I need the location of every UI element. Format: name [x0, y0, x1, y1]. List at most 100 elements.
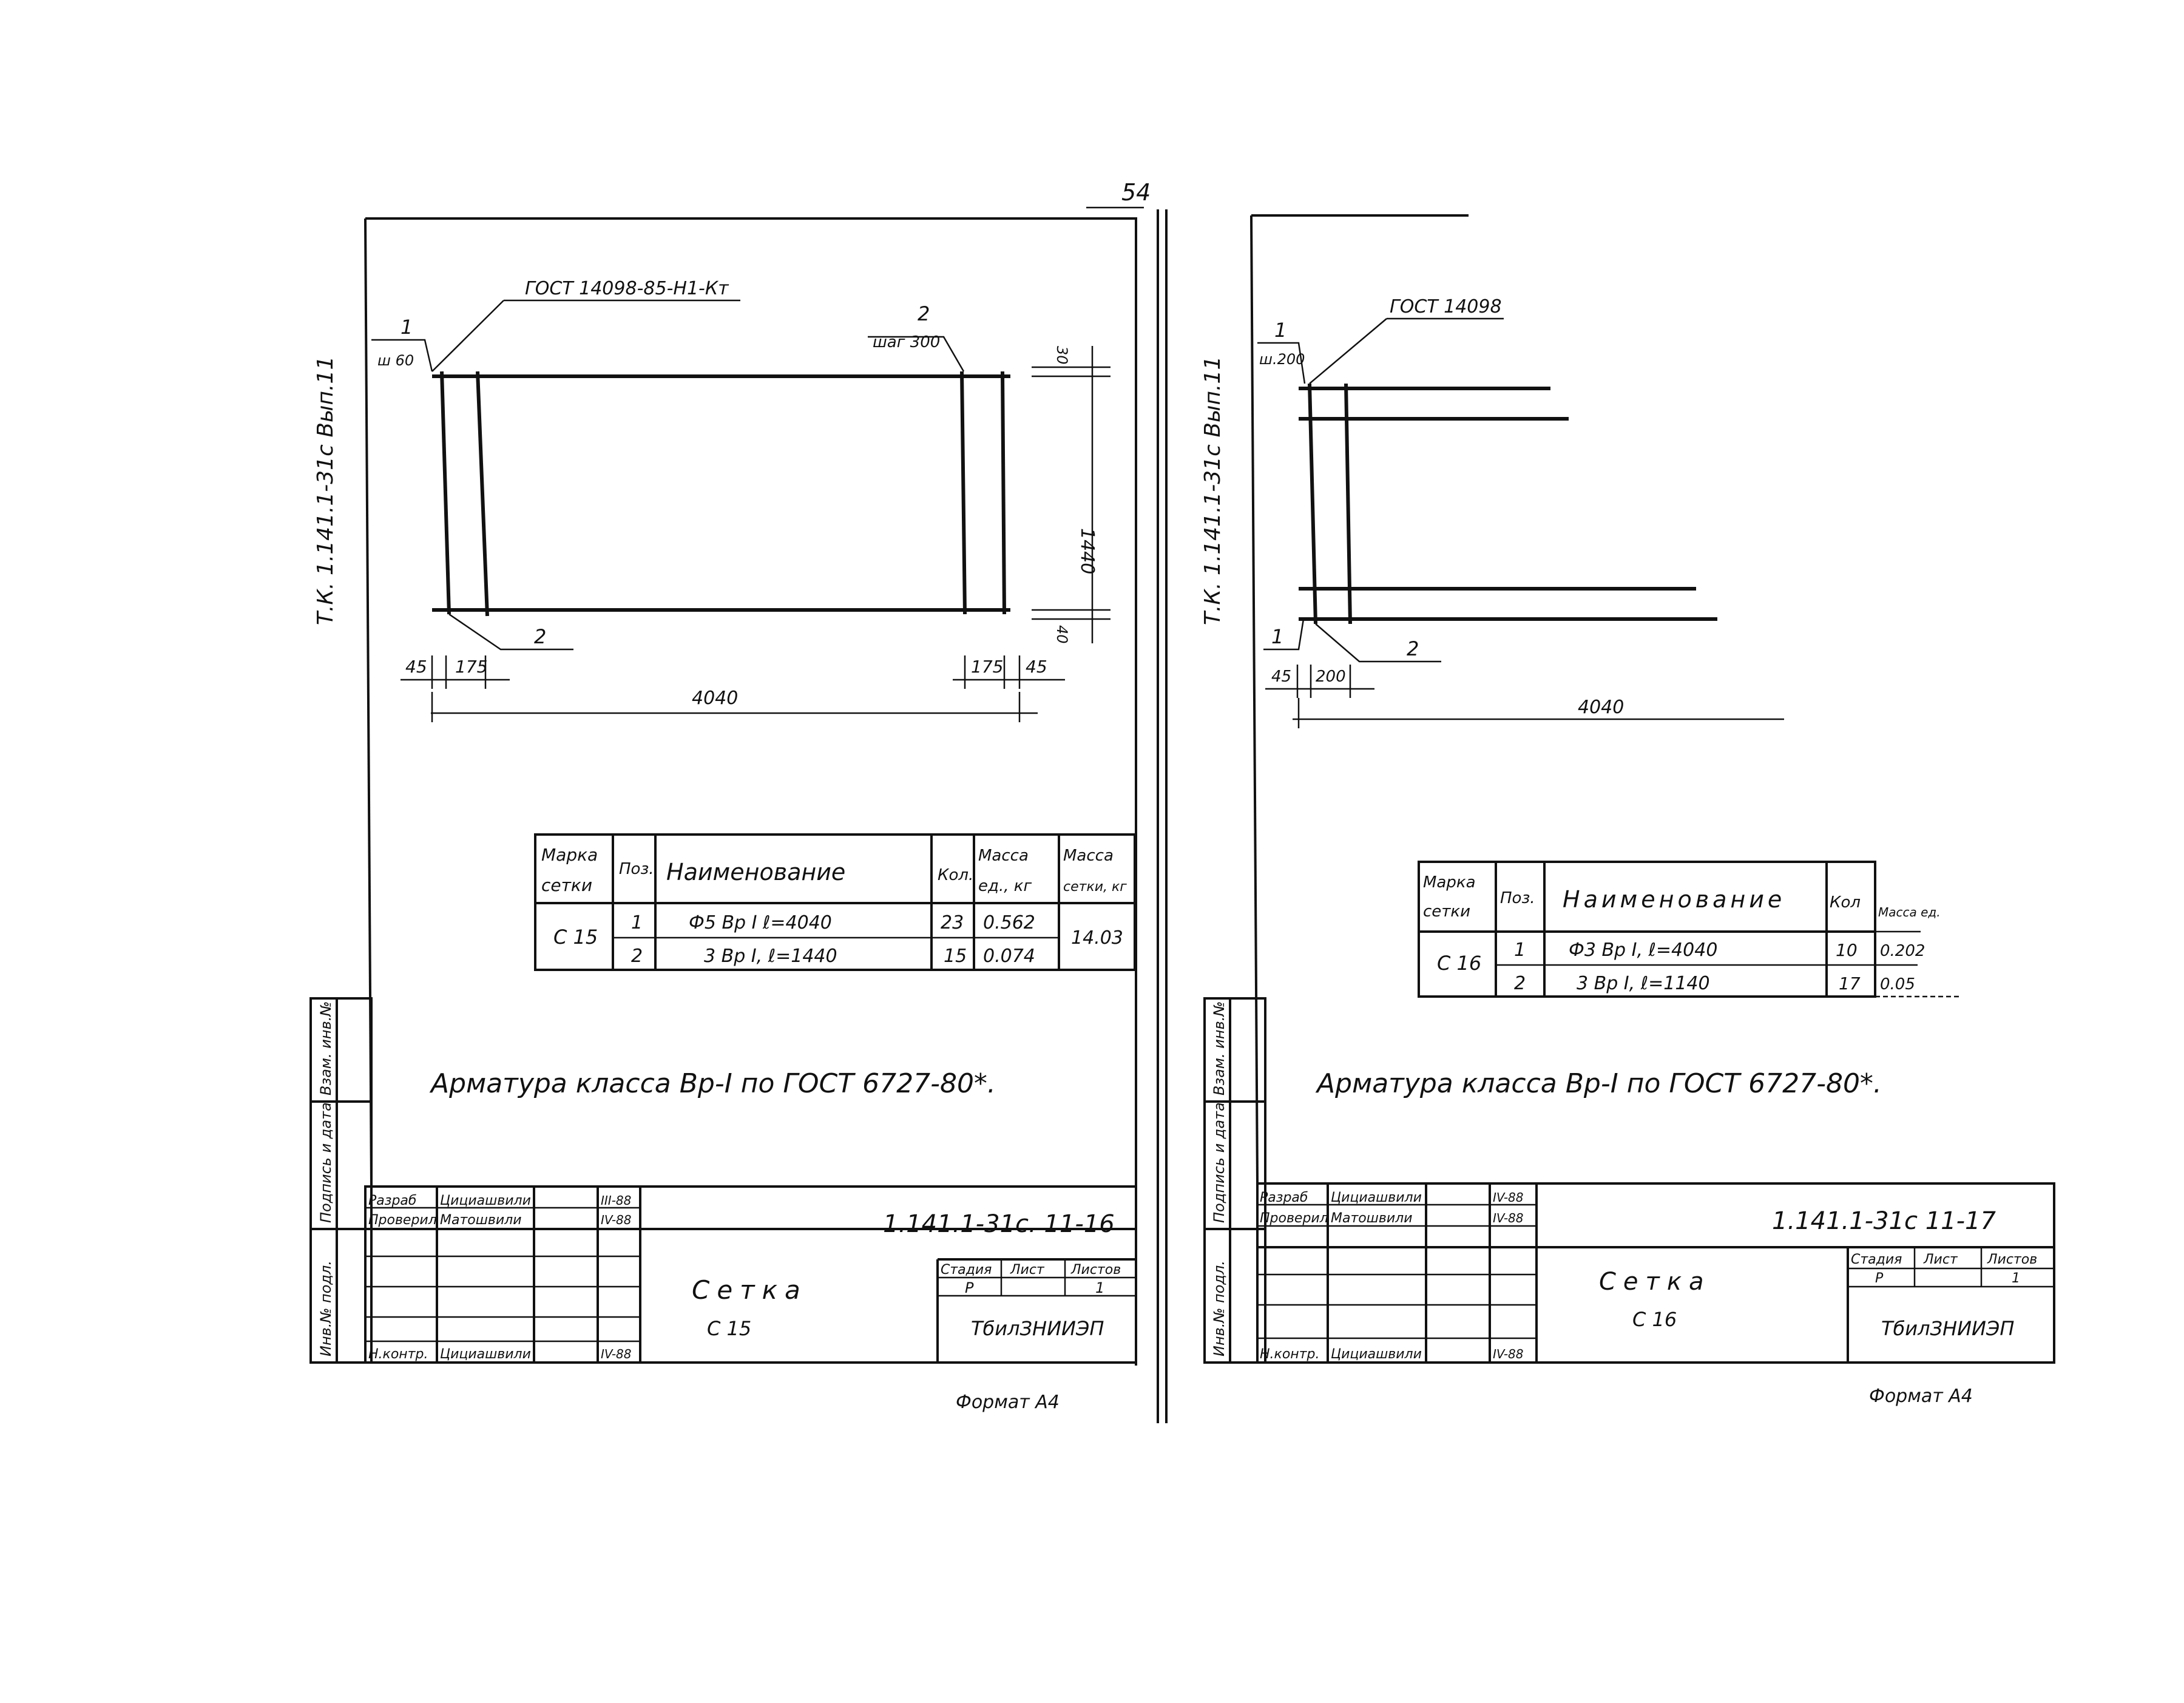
right-stamp-sheets-label: Листов: [1987, 1252, 2037, 1267]
right-dim-45: 45: [1271, 668, 1291, 686]
right-stamp-org: ТбилЗНИИЭП: [1881, 1317, 2014, 1340]
left-step1-label: ш 60: [377, 352, 414, 369]
left-spec-name-1: Ф5 Вр I ℓ=4040: [689, 912, 832, 933]
right-stamp-name-2: Матошвили: [1331, 1211, 1413, 1226]
left-stamp-date-1: III-88: [601, 1193, 631, 1208]
right-callouts: ГОСТ 14098 1 ш.200 1 2: [1257, 296, 1504, 663]
right-pos1-bottom-label: 1: [1271, 625, 1283, 648]
left-stamp-role-6: Н.контр.: [368, 1347, 428, 1362]
right-dim-total: 4040: [1578, 697, 1624, 718]
right-stamp-date-2: IV-88: [1493, 1211, 1524, 1225]
right-side-label-2: Подпись и дата: [1211, 1102, 1228, 1223]
left-stamp-title: Сетка: [692, 1275, 808, 1305]
left-dim-45-a: 45: [405, 657, 427, 677]
left-sheet: Т.К. 1.141.1-31с Вып.11 ГОСТ 14098-85-Н1…: [309, 217, 1137, 1413]
left-stamp-date-2: IV-88: [601, 1213, 632, 1227]
right-format: Формат А4: [1869, 1386, 1973, 1407]
right-spec-header-pos: Поз.: [1500, 889, 1535, 907]
right-spec-mark: С 16: [1437, 952, 1481, 975]
right-spec-table: Марка сетки Поз. Наименование Кол Масса …: [1418, 861, 1960, 998]
right-side-label-1: Инв.№ подл.: [1211, 1261, 1228, 1356]
right-stamp-date-6: IV-88: [1493, 1347, 1524, 1361]
right-pos1-label: 1: [1274, 319, 1286, 342]
right-side-code: Т.К. 1.141.1-31с Вып.11: [1200, 356, 1225, 625]
left-title-block: Разраб Цициашвили III-88 Проверил Матошв…: [364, 1185, 1137, 1364]
right-spec-qty-2: 17: [1839, 973, 1861, 994]
right-dim-200: 200: [1316, 668, 1346, 686]
left-spec-header-pos: Поз.: [619, 860, 654, 878]
left-side-stamp: Инв.№ подл. Подпись и дата Взам. инв.№: [309, 997, 373, 1364]
left-spec-mass-1: 0.562: [983, 912, 1035, 933]
right-spec-header-mark-1: Марка: [1423, 873, 1476, 892]
left-spec-total: 14.03: [1071, 927, 1123, 949]
right-gost-label: ГОСТ 14098: [1390, 296, 1502, 317]
right-side-label-3: Взам. инв.№: [1211, 1001, 1228, 1095]
left-spec-header-name: Наименование: [666, 859, 845, 885]
right-stamp-code: 1.141.1-31с 11-17: [1772, 1207, 1996, 1235]
right-dimensions: 45 200 4040: [1265, 665, 1784, 728]
left-spec-mass-2: 0.074: [983, 946, 1035, 967]
right-stamp-name-1: Цициашвили: [1331, 1190, 1422, 1205]
left-side-label-1: Инв.№ подл.: [317, 1261, 334, 1356]
left-stamp-role-1: Разраб: [368, 1193, 416, 1208]
left-stamp-stage: Р: [965, 1279, 974, 1296]
left-stamp-sheet-label: Лист: [1010, 1262, 1045, 1278]
left-stamp-stage-label: Стадия: [941, 1262, 992, 1278]
left-dim-top: 30: [1053, 346, 1070, 365]
right-stamp-title: Сетка: [1599, 1268, 1711, 1296]
right-stamp-sheets: 1: [2012, 1271, 2020, 1286]
right-stamp-stage: Р: [1875, 1271, 1884, 1286]
left-spec-header-mark-1: Марка: [541, 845, 598, 865]
left-format: Формат А4: [956, 1392, 1060, 1413]
left-stamp-code: 1.141.1-31с. 11-16: [883, 1210, 1115, 1238]
right-spec-mass-2: 0.05: [1880, 975, 1915, 994]
right-stamp-role-6: Н.контр.: [1260, 1347, 1319, 1362]
left-spec-pos-2: 2: [631, 946, 643, 967]
left-dim-height: 1440: [1077, 528, 1098, 574]
right-spec-name-1: Ф3 Вр I, ℓ=4040: [1569, 940, 1717, 961]
right-spec-qty-1: 10: [1836, 940, 1858, 960]
left-stamp-name-2: Матошвили: [440, 1213, 522, 1228]
left-dim-total: 4040: [692, 688, 738, 709]
left-gost-label: ГОСТ 14098-85-Н1-Кт: [525, 278, 729, 299]
right-step1-label: ш.200: [1259, 351, 1305, 368]
right-spec-name-2: 3 Вр I, ℓ=1140: [1577, 973, 1710, 994]
right-spec-header-mark-2: сетки: [1423, 902, 1470, 921]
right-mesh: [1299, 383, 1717, 625]
left-dimensions: 45 175 175 45 4040 1440 30 40: [401, 346, 1111, 722]
left-side-label-3: Взам. инв.№: [317, 1001, 334, 1095]
left-dim-bottom: 40: [1053, 625, 1070, 644]
left-stamp-subtitle: С 15: [707, 1317, 751, 1340]
left-spec-pos-1: 1: [631, 912, 643, 933]
left-pos2-bottom-label: 2: [534, 625, 546, 648]
left-spec-mark: С 15: [553, 926, 598, 949]
left-spec-header-qty: Кол.: [938, 866, 973, 884]
left-callouts: ГОСТ 14098-85-Н1-Кт 1 ш 60 2 шаг 300 2: [371, 278, 965, 651]
right-stamp-role-1: Разраб: [1260, 1190, 1308, 1205]
right-stamp-date-1: IV-88: [1493, 1190, 1524, 1205]
left-spec-name-2: 3 Вр I, ℓ=1440: [704, 946, 837, 967]
left-note: Арматура класса Вр-I по ГОСТ 6727-80*.: [429, 1068, 996, 1099]
left-spec-qty-2: 15: [944, 946, 967, 967]
right-sheet: Т.К. 1.141.1-31с Вып.11 ГОСТ 14098 1 ш.2…: [1200, 214, 2055, 1407]
right-spec-mass-1: 0.202: [1880, 942, 1925, 960]
left-spec-qty-1: 23: [941, 912, 964, 933]
left-stamp-name-1: Цициашвили: [440, 1193, 531, 1208]
left-stamp-role-2: Проверил: [368, 1213, 437, 1228]
left-spec-header-total-1: Масса: [1063, 847, 1114, 865]
left-stamp-org: ТбилЗНИИЭП: [971, 1317, 1104, 1340]
page-number: 54: [1121, 179, 1151, 206]
left-dim-175-a: 175: [455, 657, 487, 677]
right-title-block: Разраб Цициашвили IV-88 Проверил Матошви…: [1256, 1182, 2055, 1364]
right-stamp-sheet-label: Лист: [1923, 1252, 1958, 1267]
right-spec-header-mass: Масса ед.: [1878, 905, 1941, 919]
left-mesh: [432, 371, 1010, 617]
left-side-label-2: Подпись и дата: [317, 1102, 334, 1223]
left-pos2-label: 2: [918, 302, 930, 325]
right-stamp-role-2: Проверил: [1260, 1211, 1328, 1226]
left-stamp-sheets: 1: [1095, 1279, 1104, 1296]
left-step2-label: шаг 300: [873, 333, 940, 351]
left-stamp-name-6: Цициашвили: [440, 1347, 531, 1362]
left-side-code: Т.К. 1.141.1-31с Вып.11: [313, 356, 338, 625]
